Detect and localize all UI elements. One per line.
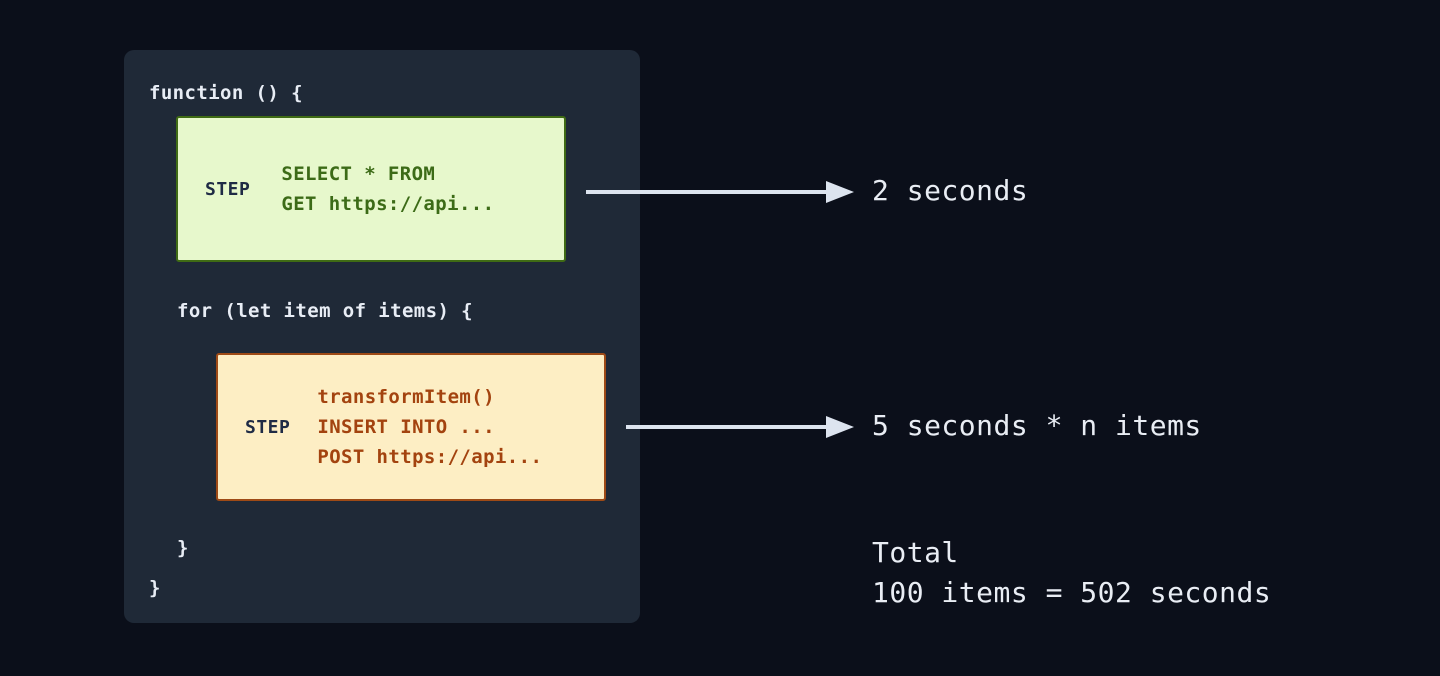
total-block: Total 100 items = 502 seconds [872, 533, 1271, 613]
arrow-icon-step-1 [586, 178, 856, 210]
annotation-step-2-timing: 5 seconds * n items [872, 409, 1202, 442]
total-value: 100 items = 502 seconds [872, 576, 1272, 609]
code-card: function () { STEP SELECT * FROM GET htt… [124, 50, 640, 623]
step-2-label: STEP [245, 416, 291, 438]
annotation-step-1-timing: 2 seconds [872, 174, 1029, 207]
code-line-function-open: function () { [149, 82, 303, 104]
code-line-for-loop: for (let item of items) { [177, 300, 473, 322]
step-1-label: STEP [205, 178, 251, 200]
step-1-code: SELECT * FROM GET https://api... [281, 163, 495, 215]
arrow-icon-step-2 [626, 413, 856, 445]
step-box-1[interactable]: STEP SELECT * FROM GET https://api... [176, 116, 566, 262]
total-title: Total [872, 536, 959, 569]
step-box-2[interactable]: STEP transformItem() INSERT INTO ... POS… [216, 353, 606, 501]
step-2-code: transformItem() INSERT INTO ... POST htt… [317, 386, 543, 468]
code-line-close-outer-brace: } [149, 577, 161, 599]
code-line-close-inner-brace: } [177, 537, 189, 559]
